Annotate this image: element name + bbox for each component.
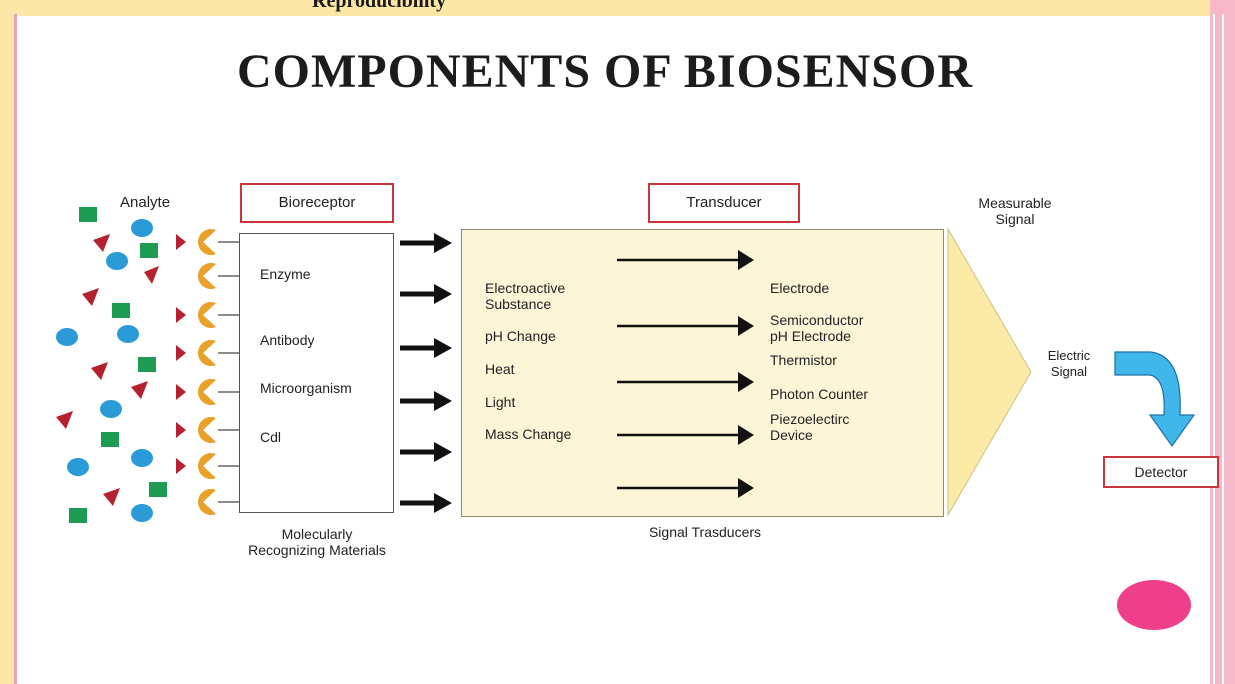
analyte-particles [56,207,167,523]
analyte-circle [117,325,139,343]
transducer-label-box: Transducer [648,183,800,223]
input-heat: Heat [485,361,515,377]
slide-title: COMPONENTS OF BIOSENSOR [237,45,973,98]
analyte-square [149,482,167,497]
analyte-wedge [93,234,110,252]
output-thermistor: Thermistor [770,352,837,368]
transducer-caption: Signal Trasducers [648,524,762,540]
analyte-wedge [56,411,73,429]
output-piezoelectric: Piezoelectirc Device [770,411,850,443]
detector-label: Detector [1134,464,1188,480]
analyte-square [112,303,130,318]
detector-label-box: Detector [1103,456,1219,488]
coupling-arrows [400,233,452,513]
transducer-label: Transducer [686,194,762,211]
transducer-arrows [617,250,754,498]
decorative-dot [1117,580,1191,630]
receptor-panel: Enzyme Antibody Microorganism Cdl [239,233,394,513]
analyte-circle [131,504,153,522]
transducer-panel: Electroactive Substance pH Change Heat L… [461,229,944,517]
left-border-line [14,14,17,684]
bioreceptor-label: Bioreceptor [278,194,356,211]
right-border-line [1213,14,1215,684]
analyte-square [140,243,158,258]
analyte-wedge [144,266,159,284]
analyte-square [138,357,156,372]
analyte-square [101,432,119,447]
receptor-caption: Molecularly Recognizing Materials [248,526,386,558]
bioreceptor-label-box: Bioreceptor [240,183,394,223]
receptor-column [176,229,239,515]
receptor-cdl: Cdl [260,429,282,445]
analyte-square [69,508,87,523]
receptor-antibody: Antibody [260,332,315,348]
receptor-enzyme: Enzyme [260,266,311,282]
left-border [0,0,14,684]
receptor-microorganism: Microorganism [260,380,352,396]
analyte-label: Analyte [120,194,171,211]
measurable-signal-label: Measurable Signal [978,195,1052,227]
analyte-wedge [91,362,108,380]
output-electrode: Electrode [770,280,830,296]
analyte-circle [131,219,153,237]
signal-triangle [947,227,1032,517]
output-photon-counter: Photon Counter [770,386,869,402]
analyte-circle [100,400,122,418]
analyte-circle [67,458,89,476]
top-border-strip [0,0,1235,16]
input-light: Light [485,394,516,410]
output-semiconductor: Semiconductor pH Electrode [770,312,864,344]
analyte-square [79,207,97,222]
input-mass-change: Mass Change [485,426,572,442]
analyte-wedge [103,488,120,506]
input-electroactive: Electroactive Substance [485,280,566,312]
input-ph-change: pH Change [485,328,556,344]
curved-arrow-icon [1114,351,1196,448]
previous-slide-text: Reproducibility [312,0,447,12]
analyte-wedge [82,288,99,306]
right-border-line [1222,14,1224,684]
analyte-circle [56,328,78,346]
analyte-wedge [131,381,148,399]
analyte-circle [131,449,153,467]
electric-signal-label: Electric Signal [1047,348,1091,379]
analyte-circle [106,252,128,270]
